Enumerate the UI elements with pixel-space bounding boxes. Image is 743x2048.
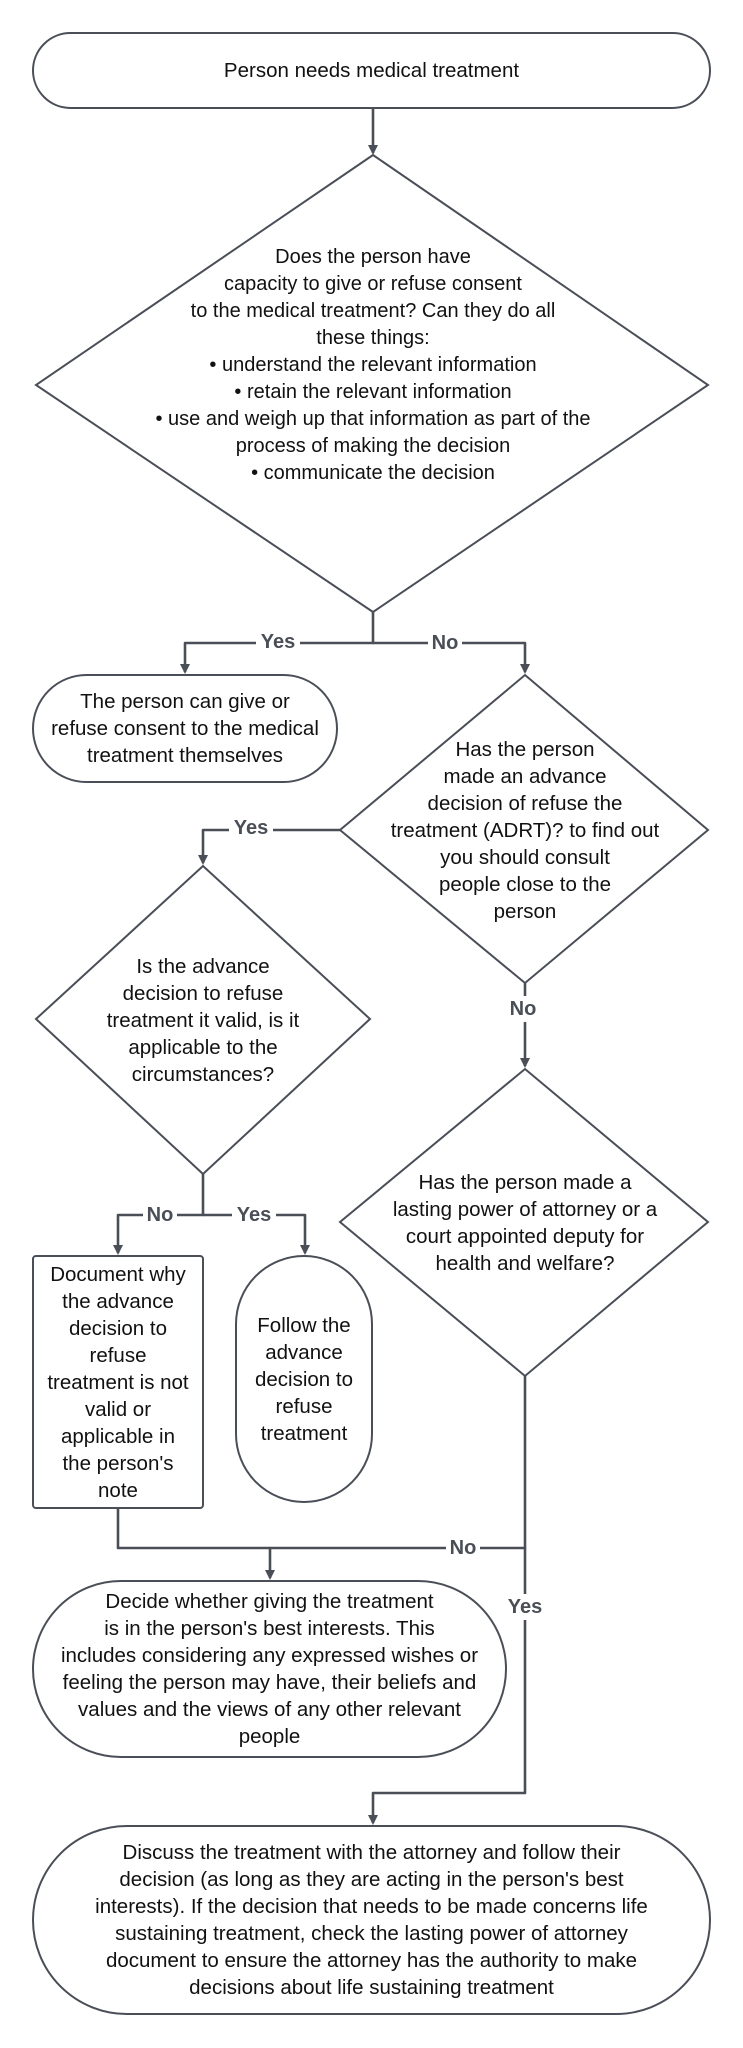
- start-terminal-shape: [32, 32, 711, 109]
- edge-label-capacity-yes: Yes: [261, 631, 295, 653]
- lpa-question-text: Has the person made a lasting power of a…: [392, 1170, 658, 1275]
- edge-lpa-yes: [368, 1548, 527, 1825]
- best-interests-shape: [32, 1580, 507, 1758]
- edge-label-bg: [428, 630, 462, 656]
- edge-document-to-best: [116, 1508, 275, 1580]
- edge-adrt-yes: [198, 828, 340, 865]
- lpa-decision-shape: [338, 1067, 710, 1378]
- edge-label-adrt-no: No: [510, 998, 537, 1020]
- edge-label-lpa-yes: Yes: [508, 1596, 542, 1618]
- adrt-decision-shape: [338, 673, 710, 985]
- edge-label-bg: [232, 1202, 276, 1228]
- edge-label-capacity-no: No: [432, 632, 459, 654]
- edge-label-bg: [256, 629, 300, 655]
- edge-capacity-no: [373, 641, 530, 674]
- capacity-question-text: Does the person have capacity to give or…: [155, 245, 591, 484]
- start-terminal-text: Person needs medical treatment: [223, 59, 520, 82]
- discuss-attorney-text: Discuss the treatment with the attorney …: [95, 1841, 648, 1999]
- document-why-shape: [32, 1255, 204, 1509]
- edge-label-bg: [229, 815, 273, 841]
- edge-label-bg: [446, 1535, 480, 1561]
- edge-label-bg: [505, 996, 545, 1022]
- edge-label-adrt-yes: Yes: [234, 817, 268, 839]
- edge-label-valid-yes: Yes: [237, 1204, 271, 1226]
- edge-label-lpa-no: No: [450, 1537, 477, 1559]
- best-interests-text: Decide whether giving the treatment is i…: [60, 1590, 479, 1748]
- edge-label-bg: [503, 1594, 547, 1620]
- can-consent-text: The person can give or refuse consent to…: [51, 690, 319, 767]
- capacity-decision-shape: [34, 153, 710, 614]
- adrt-question-text: Has the person made an advance decision …: [390, 737, 660, 923]
- edge-label-bg: [143, 1202, 177, 1228]
- adrt-valid-decision-shape: [34, 864, 372, 1176]
- can-consent-shape: [32, 674, 338, 783]
- edge-label-valid-no: No: [147, 1204, 174, 1226]
- discuss-attorney-shape: [32, 1825, 711, 2015]
- adrt-valid-question-text: Is the advance decision to refuse treatm…: [106, 954, 300, 1086]
- follow-adrt-text: Follow the advance decision to refuse tr…: [254, 1313, 353, 1445]
- follow-adrt-shape: [235, 1255, 373, 1503]
- document-why-text: Document why the advance decision to ref…: [47, 1262, 189, 1502]
